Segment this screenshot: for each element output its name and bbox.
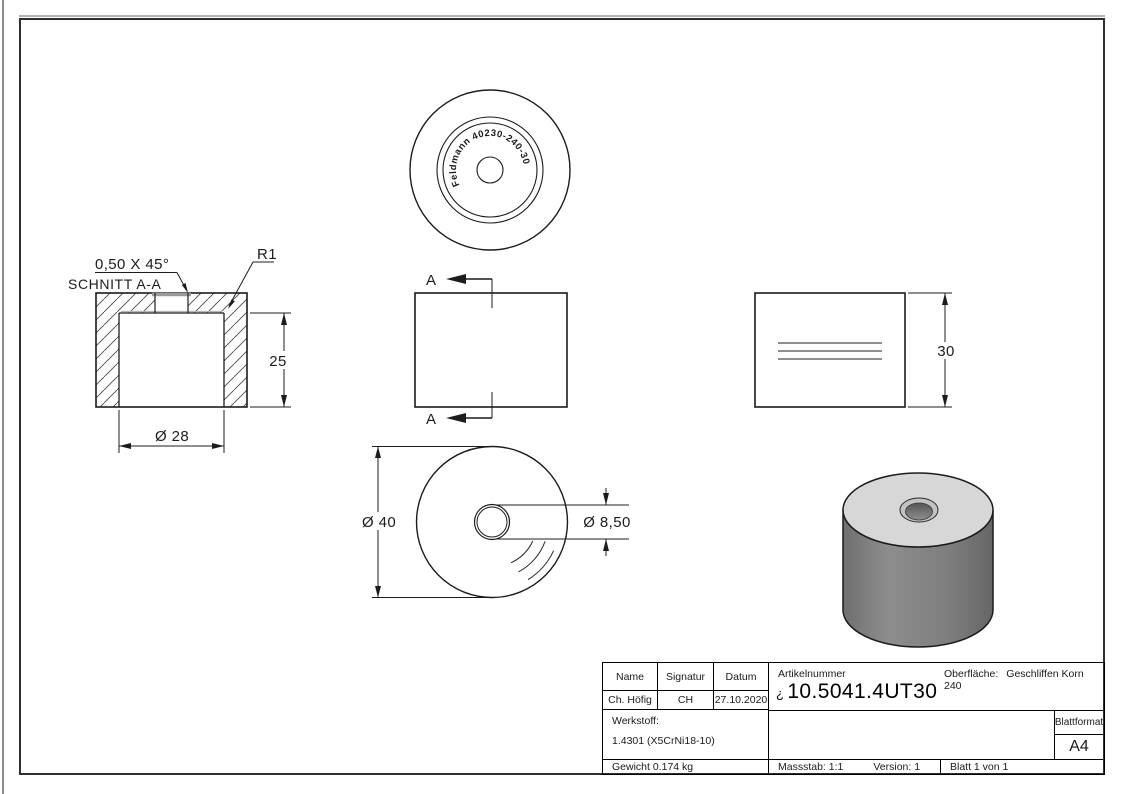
fillet-leader-line [228, 261, 254, 307]
weight-value: Gewicht 0.174 kg [612, 760, 694, 773]
fillet-leader-arrowhead [228, 299, 235, 309]
section-arrowhead-top [446, 274, 466, 284]
hole-dia-dim-text: Ø 8,50 [583, 514, 630, 531]
height-dim-text: 30 [937, 343, 955, 360]
chamfer-leader-arrowhead [181, 283, 188, 293]
depth-label-mask [266, 351, 292, 369]
version-value: Version: 1 [873, 760, 921, 773]
section-arrowhead-bottom [446, 413, 466, 423]
name-header-cell: Name [603, 663, 658, 691]
sheet-format-header-cell: Blattformat [1054, 710, 1103, 735]
chamfer-dim-text: 0,50 X 45° [95, 256, 169, 273]
front-outline [414, 292, 568, 408]
surface-value: Geschliffen Korn 240 [944, 668, 1084, 692]
name-label: Name [615, 670, 644, 683]
hole-dia-arrowhead-top [603, 493, 609, 505]
empty-cell [769, 710, 1054, 760]
outer-dia-arrowhead-top [375, 446, 381, 458]
section-label-bottom: A [426, 411, 436, 428]
article-number-label: Artikelnummer [778, 668, 846, 680]
face-circle-inner [442, 122, 538, 218]
top-view: Feldmann 40230-240-30 [409, 89, 571, 251]
hole-circle-outer [473, 503, 511, 541]
grinding-mark-1 [510, 540, 534, 564]
outer-dia-dim-text: Ø 40 [362, 514, 396, 531]
sheet-format-value: A4 [1069, 738, 1089, 755]
date-value-cell: 27.10.2020 [714, 691, 769, 710]
sheet-format-value-cell: A4 [1054, 735, 1103, 760]
frame-shadow-line [19, 15, 1105, 17]
article-number-prefix: ¿ [776, 686, 785, 701]
weight-cell: Gewicht 0.174 kg [603, 760, 769, 773]
sheet-format-label: Blattformat [1054, 716, 1104, 728]
height-label-mask [932, 342, 959, 359]
side-outline [754, 292, 906, 408]
hole-bore [905, 502, 933, 521]
material-cell: Werkstoff: 1.4301 (X5CrNi18-10) [603, 710, 769, 760]
signature-label: Signatur [665, 670, 706, 683]
grinding-mark-2 [518, 541, 546, 573]
bore-arrowhead-left [119, 443, 131, 449]
section-view: 0,50 X 45° SCHNITT A-A R1 25 Ø 28 [68, 246, 292, 453]
date-label: Datum [725, 670, 757, 683]
height-arrowhead-bottom [942, 395, 948, 407]
bore-arrowhead-right [212, 443, 224, 449]
side-view: 30 [754, 292, 959, 408]
surface-finish: Oberfläche:Geschliffen Korn 240 [944, 668, 1103, 692]
sheet-cell: Blatt 1 von 1 [941, 760, 1103, 773]
scale-value: Massstab: 1:1 [778, 760, 844, 773]
section-view-title: SCHNITT A-A [68, 276, 162, 292]
date-header-cell: Datum [714, 663, 769, 691]
hole-circle-inner [476, 506, 508, 538]
section-label-top: A [426, 272, 436, 289]
article-number-cell: Artikelnummer Oberfläche:Geschliffen Kor… [769, 663, 1103, 711]
material-label: Werkstoff: [612, 715, 659, 727]
window-edge-line [2, 0, 4, 794]
hole-dia-arrowhead-bottom [603, 539, 609, 551]
drawing-border-frame [19, 18, 1105, 775]
title-block: Name Signatur Datum Ch. Höfig CH 27.10.2… [602, 662, 1105, 775]
outer-dia-arrowhead-bottom [375, 586, 381, 598]
scale-cell: Massstab: 1:1 Version: 1 [769, 760, 941, 773]
signature-header-cell: Signatur [658, 663, 714, 691]
front-view: A A [414, 272, 568, 428]
article-number-text: 10.5041.4UT30 [787, 680, 938, 703]
depth-arrowhead-top [281, 313, 287, 325]
grinding-mark-3 [527, 550, 555, 581]
wheel-engraving-text: Feldmann 40230-240-30 [448, 128, 532, 189]
center-hole-circle [476, 156, 504, 184]
bottom-view: Ø 40 Ø 8,50 [357, 445, 630, 599]
bore-dim-text: Ø 28 [155, 428, 189, 445]
outer-dia-label-mask [357, 512, 401, 530]
height-arrowhead-top [942, 293, 948, 305]
signature-value-cell: CH [658, 691, 714, 710]
fillet-dim-text: R1 [257, 246, 277, 263]
signature-value: CH [677, 694, 694, 706]
name-value: Ch. Höfig [608, 694, 652, 706]
name-value-cell: Ch. Höfig [603, 691, 658, 710]
surface-label: Oberfläche: [944, 668, 999, 680]
isometric-view [842, 472, 994, 648]
outer-circle [409, 89, 571, 251]
material-value: 1.4301 (X5CrNi18-10) [612, 735, 715, 747]
depth-arrowhead-bottom [281, 395, 287, 407]
sheet-value: Blatt 1 von 1 [950, 760, 1009, 773]
depth-dim-text: 25 [269, 353, 287, 370]
article-number-value: ¿10.5041.4UT30 [776, 680, 937, 704]
outer-diameter-circle [415, 445, 569, 599]
date-value: 27.10.2020 [714, 694, 768, 706]
face-circle-outer [436, 116, 544, 224]
